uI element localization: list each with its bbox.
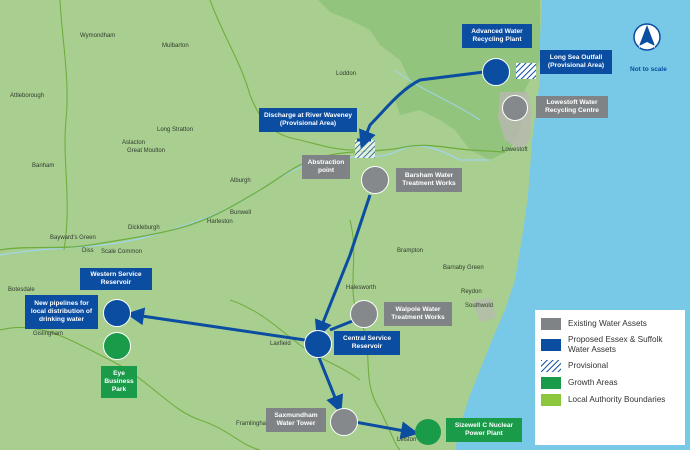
town-label: Attleborough bbox=[10, 93, 45, 99]
town-label: Botesdale bbox=[8, 287, 35, 293]
label-long-sea-outfall: Long Sea Outfall (Provisional Area) bbox=[540, 50, 612, 74]
town-label: Southwold bbox=[465, 303, 494, 309]
boundary-line bbox=[59, 0, 68, 251]
central-reservoir-icon[interactable] bbox=[304, 330, 332, 358]
legend-row-proposed: Proposed Essex & Suffolk Water Assets bbox=[541, 335, 679, 355]
town-label: Bayward's Green bbox=[50, 235, 96, 241]
boundary-line bbox=[229, 299, 361, 381]
town-label: Laxfield bbox=[270, 341, 291, 347]
legend-row-growth: Growth Areas bbox=[541, 377, 679, 389]
town-label: Wymondham bbox=[80, 33, 116, 39]
legend-swatch bbox=[541, 318, 561, 330]
southwold-urban-area bbox=[472, 298, 496, 322]
pipeline-recycled-water bbox=[358, 70, 485, 149]
town-label: Brampton bbox=[397, 248, 424, 254]
town-label: Leiston bbox=[397, 437, 417, 443]
legend-label: Proposed Essex & Suffolk Water Assets bbox=[568, 335, 663, 354]
label-western-reservoir: Western Service Reservoir bbox=[80, 268, 152, 290]
label-sizewell: Sizewell C Nuclear Power Plant bbox=[446, 418, 522, 442]
pipeline-central-saxmundham bbox=[316, 354, 344, 414]
legend-row-provisional: Provisional bbox=[541, 360, 679, 372]
town-label: Banham bbox=[32, 163, 55, 169]
label-saxmundham: Saxmundham Water Tower bbox=[266, 408, 326, 432]
lowestoft-recycling-centre-icon[interactable] bbox=[502, 95, 528, 121]
town-label: Lowestoft bbox=[502, 147, 528, 153]
river-yare bbox=[394, 69, 481, 121]
legend-label: Provisional bbox=[568, 361, 609, 370]
provisional-outfall-area bbox=[516, 63, 536, 79]
label-eye-business-park: Eye Business Park bbox=[101, 366, 137, 398]
boundary-line bbox=[0, 144, 506, 251]
label-abstraction-point: Abstraction point bbox=[302, 155, 350, 179]
barsham-treatment-works-icon[interactable] bbox=[361, 166, 389, 194]
town-label: Aslacton bbox=[122, 140, 146, 146]
town-label: Scale Common bbox=[101, 249, 143, 255]
town-label: Diss bbox=[82, 248, 94, 254]
label-walpole: Walpole Water Treatment Works bbox=[384, 302, 452, 326]
label-advanced-plant: Advanced Water Recycling Plant bbox=[462, 24, 532, 48]
label-lowestoft-centre: Lowestoft Water Recycling Centre bbox=[536, 96, 608, 118]
town-label: Harleston bbox=[207, 219, 233, 225]
pipeline-central-western bbox=[126, 307, 306, 342]
scale-note: Not to scale bbox=[630, 66, 667, 73]
town-label: Long Stratton bbox=[157, 127, 194, 133]
town-label: Bunwell bbox=[230, 210, 252, 216]
legend-label: Local Authority Boundaries bbox=[568, 395, 666, 404]
town-label: Loddon bbox=[336, 71, 357, 77]
pipeline-barsham-central bbox=[314, 194, 372, 339]
legend-swatch bbox=[541, 377, 561, 389]
town-label: Halesworth bbox=[346, 285, 377, 291]
north-text: NORTH bbox=[639, 44, 655, 49]
town-label: Mulbarton bbox=[162, 43, 189, 49]
north-arrow-icon: NORTH bbox=[633, 23, 661, 51]
label-central-reservoir: Central Service Reservoir bbox=[334, 331, 400, 355]
legend-swatch bbox=[541, 394, 561, 406]
town-label: Great Moulton bbox=[127, 148, 166, 154]
provisional-discharge-area bbox=[355, 140, 375, 158]
label-new-pipelines: New pipelines for local distribution of … bbox=[25, 295, 98, 329]
sizewell-growth-area bbox=[415, 419, 441, 445]
legend-row-existing: Existing Water Assets bbox=[541, 318, 679, 330]
town-label: Alburgh bbox=[230, 178, 251, 184]
town-label: Dickleburgh bbox=[128, 225, 160, 231]
town-label: Framlingham bbox=[236, 421, 272, 427]
legend: Existing Water Assets Proposed Essex & S… bbox=[535, 310, 685, 445]
western-reservoir-icon[interactable] bbox=[103, 299, 131, 327]
town-label: Gislingham bbox=[33, 331, 64, 337]
saxmundham-tower-icon[interactable] bbox=[330, 408, 358, 436]
label-barsham: Barsham Water Treatment Works bbox=[396, 168, 462, 192]
legend-swatch bbox=[541, 360, 561, 372]
eye-growth-area-icon[interactable] bbox=[103, 332, 131, 360]
legend-swatch bbox=[541, 339, 561, 351]
town-label: Reydon bbox=[461, 289, 482, 295]
legend-label: Growth Areas bbox=[568, 378, 618, 387]
legend-label: Existing Water Assets bbox=[568, 319, 647, 328]
legend-row-boundaries: Local Authority Boundaries bbox=[541, 394, 679, 406]
boundary-line bbox=[0, 326, 261, 450]
town-label: Barnaby Green bbox=[443, 265, 484, 271]
label-discharge-waveney: Discharge at River Waveney (Provisional … bbox=[259, 108, 357, 132]
advanced-recycling-plant-icon[interactable] bbox=[482, 58, 510, 86]
pipeline-to-sizewell bbox=[354, 420, 419, 440]
walpole-treatment-works-icon[interactable] bbox=[350, 300, 378, 328]
